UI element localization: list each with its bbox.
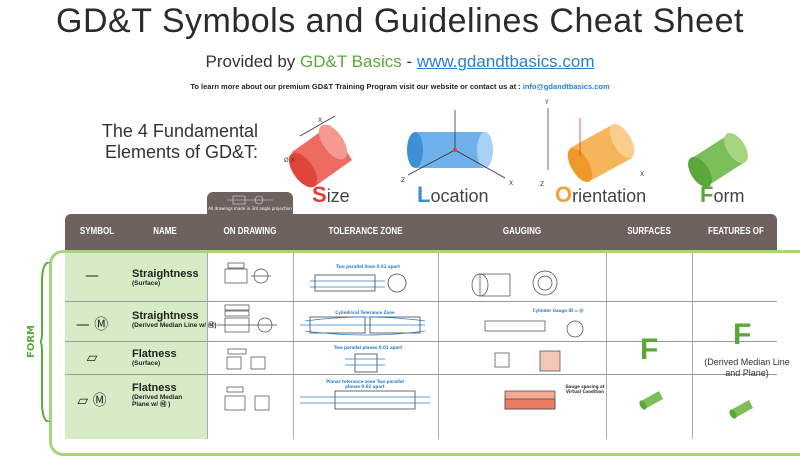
element-location: Location bbox=[417, 182, 489, 208]
fundamentals-illustrations: X Ø X X Z Y Z X bbox=[284, 99, 748, 188]
col-name: NAME bbox=[153, 226, 177, 237]
subtitle: Provided by GD&T Basics - www.gdandtbasi… bbox=[0, 52, 800, 72]
projection-icon bbox=[227, 195, 273, 205]
tz-note: Cylindrical Tolerance Zone bbox=[335, 310, 395, 315]
gauge-note: Gauge spacing at Virtual Condition bbox=[565, 384, 605, 394]
divider bbox=[606, 253, 607, 439]
orientation-rest: rientation bbox=[572, 186, 647, 206]
col-symbol: SYMBOL bbox=[79, 226, 115, 237]
fos-form-letter: F bbox=[733, 318, 752, 351]
table-row-name: Flatness(Surface) bbox=[132, 348, 177, 367]
table-row-name: Straightness(Surface) bbox=[132, 268, 199, 287]
fos-note: (Derived Median Line and Plane) bbox=[704, 357, 790, 378]
row-name: Flatness bbox=[132, 348, 177, 360]
drawing-tab-note: All drawings made in 3rd angle projectio… bbox=[208, 206, 292, 211]
tz-note: Planar tolerance zone Two parallel plane… bbox=[326, 379, 404, 389]
fundamentals-heading: The 4 Fundamental Elements of GD&T: bbox=[88, 121, 258, 163]
table-row-symbol: — bbox=[85, 268, 99, 284]
form-cylinder-icon bbox=[688, 132, 748, 188]
subtitle-dash: - bbox=[401, 52, 417, 71]
size-cylinder-icon: X Ø X bbox=[284, 115, 352, 188]
row-sub: (Surface) bbox=[132, 280, 161, 287]
row-name: Straightness bbox=[132, 268, 199, 280]
col-features-of-size: FEATURES OF SIZE bbox=[708, 226, 764, 273]
col-surfaces: SURFACES bbox=[627, 226, 671, 237]
row-sub: (Surface) bbox=[132, 360, 161, 367]
subtitle-prefix: Provided by bbox=[205, 52, 301, 71]
row-sub: (Derived Median Line w/ Ⓜ) bbox=[132, 322, 217, 329]
table-row-symbol: ▱ Ⓜ bbox=[77, 393, 107, 409]
email-link[interactable]: info@gdandtbasics.com bbox=[522, 82, 610, 91]
col-on-drawing: ON DRAWING bbox=[223, 226, 277, 237]
svg-text:Z: Z bbox=[540, 181, 544, 188]
svg-text:Ø X: Ø X bbox=[284, 157, 295, 164]
svg-text:X: X bbox=[640, 171, 644, 178]
row-name: Straightness bbox=[132, 310, 199, 322]
table-row-name: Flatness(Derived Median Plane w/ Ⓜ ) bbox=[132, 382, 196, 408]
table-row-name: Straightness(Derived Median Line w/ Ⓜ) bbox=[132, 310, 217, 329]
form-initial: F bbox=[700, 182, 714, 207]
drawing-tab: All drawings made in 3rd angle projectio… bbox=[207, 192, 293, 216]
fundamentals-line1: The 4 Fundamental bbox=[101, 121, 258, 141]
gauging-sketches bbox=[471, 270, 584, 410]
size-rest: ize bbox=[326, 186, 350, 206]
orientation-cylinder-icon: Y Z X bbox=[540, 99, 644, 188]
surfaces-form-letter: F bbox=[640, 333, 659, 366]
svg-text:Z: Z bbox=[401, 177, 405, 184]
size-initial: S bbox=[312, 182, 327, 207]
location-rest: ocation bbox=[430, 186, 489, 206]
svg-text:Y: Y bbox=[544, 99, 549, 106]
divider bbox=[207, 253, 208, 439]
page-title: GD&T Symbols and Guidelines Cheat Sheet bbox=[56, 2, 744, 40]
tolerance-zone-sketches bbox=[300, 273, 430, 410]
form-brace-icon bbox=[40, 262, 50, 422]
svg-text:X: X bbox=[318, 117, 322, 124]
tz-note: Two parallel lines 0.01 apart bbox=[335, 264, 401, 269]
form-rest: orm bbox=[713, 186, 745, 206]
col-tolerance-zone: TOLERANCE ZONE bbox=[328, 226, 403, 237]
brand-name: GD&T Basics bbox=[300, 52, 402, 71]
table-header: SYMBOL NAME ON DRAWING TOLERANCE ZONE GA… bbox=[65, 214, 777, 273]
table-row-symbol: ▱ bbox=[86, 350, 98, 366]
form-group-label: FORM bbox=[26, 325, 37, 358]
location-cylinder-icon: X Z bbox=[401, 110, 513, 187]
row-divider bbox=[65, 341, 777, 342]
divider bbox=[692, 253, 693, 439]
row-sub: (Derived Median Plane w/ Ⓜ ) bbox=[132, 394, 183, 408]
training-note: To learn more about our premium GD&T Tra… bbox=[0, 82, 800, 91]
location-initial: L bbox=[417, 182, 431, 207]
drawing-sketches bbox=[217, 262, 277, 411]
row-divider bbox=[65, 301, 777, 302]
row-divider bbox=[65, 374, 777, 375]
divider bbox=[293, 253, 294, 439]
element-size: Size bbox=[312, 182, 350, 208]
note-text: To learn more about our premium GD&T Tra… bbox=[190, 82, 523, 91]
tz-note: Two parallel planes 0.01 apart bbox=[333, 345, 403, 350]
fundamentals-line2: Elements of GD&T: bbox=[104, 142, 258, 162]
element-form: Form bbox=[700, 182, 744, 208]
divider bbox=[438, 253, 439, 439]
table-row-symbol: — Ⓜ bbox=[75, 317, 109, 333]
orientation-initial: O bbox=[555, 182, 573, 207]
table-illustrations bbox=[217, 262, 753, 419]
rod-icons bbox=[639, 391, 753, 419]
website-link[interactable]: www.gdandtbasics.com bbox=[416, 52, 595, 71]
gauge-note: Cylinder Gauge ID = Ⓜ bbox=[532, 308, 584, 313]
col-gauging: GAUGING bbox=[502, 226, 542, 237]
symbol-name-column bbox=[65, 253, 207, 439]
element-orientation: Orientation bbox=[555, 182, 646, 208]
svg-text:X: X bbox=[509, 180, 513, 187]
row-name: Flatness bbox=[132, 382, 177, 394]
